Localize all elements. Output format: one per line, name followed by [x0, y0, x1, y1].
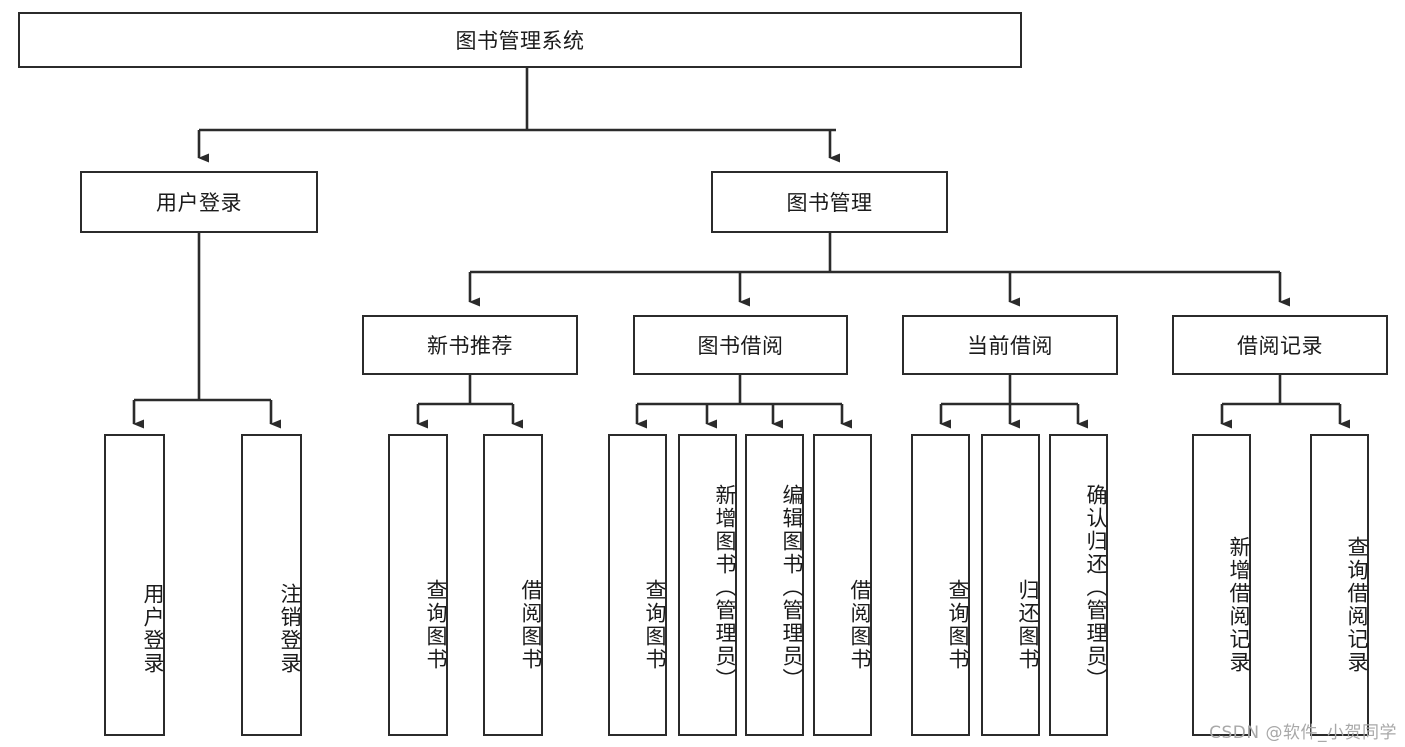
node-leaf-borrow-borrow[interactable]: 借阅图书 — [813, 434, 872, 736]
node-leaf-label: 查询借阅记录 — [1345, 536, 1369, 674]
node-leaf-label: 编辑图书（管理员） — [780, 483, 804, 691]
node-borrowing-records[interactable]: 借阅记录 — [1172, 315, 1388, 375]
node-leaf-user-login-signin[interactable]: 用户登录 — [104, 434, 165, 736]
node-leaf-label: 查询图书 — [424, 579, 448, 671]
node-book-borrowing[interactable]: 图书借阅 — [633, 315, 848, 375]
node-leaf-label: 查询图书 — [946, 579, 970, 671]
node-leaf-borrow-query[interactable]: 查询图书 — [608, 434, 667, 736]
node-leaf-user-login-signout[interactable]: 注销登录 — [241, 434, 302, 736]
node-new-book-recommendation-label: 新书推荐 — [427, 334, 513, 358]
csdn-watermark: CSDN @软件_小贺同学 — [1209, 723, 1397, 743]
node-root[interactable]: 图书管理系统 — [18, 12, 1022, 68]
node-leaf-borrow-add[interactable]: 新增图书（管理员） — [678, 434, 737, 736]
node-leaf-label: 归还图书 — [1016, 579, 1040, 671]
node-leaf-current-confirm-return[interactable]: 确认归还（管理员） — [1049, 434, 1108, 736]
node-leaf-label: 确认归还（管理员） — [1084, 483, 1108, 691]
node-leaf-current-query[interactable]: 查询图书 — [911, 434, 970, 736]
node-leaf-label: 借阅图书 — [848, 579, 872, 671]
node-leaf-record-add[interactable]: 新增借阅记录 — [1192, 434, 1251, 736]
node-book-borrowing-label: 图书借阅 — [697, 334, 784, 358]
node-leaf-label: 用户登录 — [141, 583, 165, 675]
node-root-label: 图书管理系统 — [455, 29, 585, 53]
node-leaf-label: 新增图书（管理员） — [713, 483, 737, 691]
node-user-login[interactable]: 用户登录 — [80, 171, 318, 233]
node-leaf-label: 注销登录 — [278, 583, 302, 675]
node-user-login-label: 用户登录 — [156, 191, 242, 215]
node-leaf-label: 借阅图书 — [519, 579, 543, 671]
node-new-book-recommendation[interactable]: 新书推荐 — [362, 315, 578, 375]
node-leaf-label: 新增借阅记录 — [1227, 536, 1251, 674]
node-leaf-newbook-query[interactable]: 查询图书 — [388, 434, 448, 736]
node-leaf-label: 查询图书 — [643, 579, 667, 671]
node-book-management[interactable]: 图书管理 — [711, 171, 948, 233]
node-borrowing-records-label: 借阅记录 — [1237, 334, 1323, 358]
node-leaf-borrow-edit[interactable]: 编辑图书（管理员） — [745, 434, 804, 736]
node-book-management-label: 图书管理 — [786, 191, 873, 215]
node-leaf-record-query[interactable]: 查询借阅记录 — [1310, 434, 1369, 736]
node-current-borrowing[interactable]: 当前借阅 — [902, 315, 1118, 375]
node-leaf-current-return[interactable]: 归还图书 — [981, 434, 1040, 736]
node-current-borrowing-label: 当前借阅 — [967, 334, 1053, 358]
node-leaf-newbook-borrow[interactable]: 借阅图书 — [483, 434, 543, 736]
